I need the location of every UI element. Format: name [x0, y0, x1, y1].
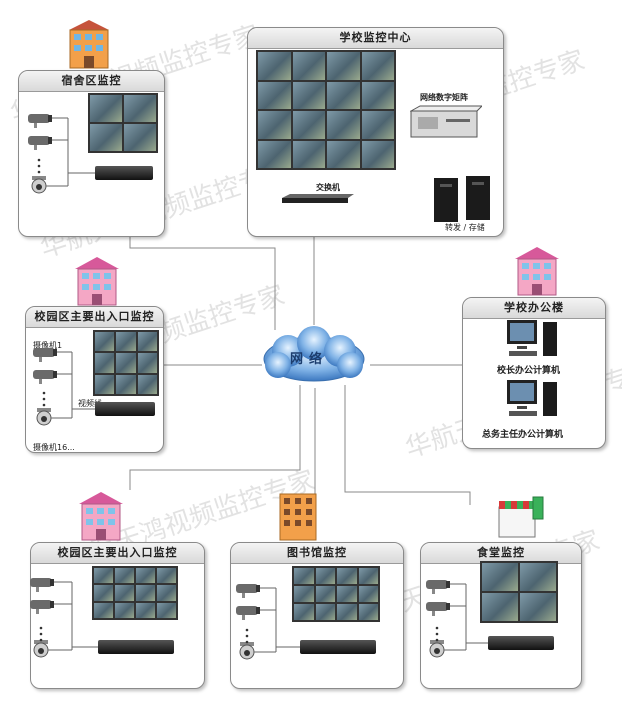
canteen-monitors	[480, 561, 558, 623]
dome-camera-icon	[239, 642, 255, 660]
camera1-label: 摄像机1	[33, 341, 63, 350]
gate1-monitors	[93, 330, 159, 396]
gate2-building-icon	[79, 492, 123, 541]
ellipsis-dot	[245, 628, 249, 632]
ellipsis-dot	[42, 397, 46, 401]
dormitory-monitors	[88, 93, 158, 153]
bullet-camera-icon	[236, 606, 260, 620]
ellipsis-dot	[42, 403, 46, 407]
switch-label: 交换机	[316, 183, 340, 192]
ellipsis-dot	[37, 164, 41, 168]
ellipsis-dot	[37, 158, 41, 162]
bullet-camera-icon	[426, 580, 450, 594]
ellipsis-dot	[39, 638, 43, 642]
bullet-camera-icon	[33, 348, 57, 362]
canteen-dvr	[488, 636, 554, 650]
library-monitors	[292, 566, 380, 622]
ellipsis-dot	[435, 638, 439, 642]
director-computer-label: 总务主任办公计算机	[482, 430, 564, 440]
network-label: 网络	[290, 352, 329, 367]
matrix-label: 网络数字矩阵	[420, 93, 468, 102]
video-wall	[256, 50, 396, 170]
switch-icon	[282, 194, 354, 203]
dome-camera-icon	[33, 640, 49, 658]
bullet-camera-icon	[30, 578, 54, 592]
bullet-camera-icon	[33, 370, 57, 384]
ellipsis-dot	[39, 626, 43, 630]
gate2-monitors	[92, 566, 178, 620]
dome-camera-icon	[31, 176, 47, 194]
ellipsis-dot	[435, 626, 439, 630]
dormitory-dvr	[95, 166, 153, 180]
video-cable-label: 视频线	[78, 399, 102, 408]
bullet-camera-icon	[28, 114, 52, 128]
ellipsis-dot	[245, 640, 249, 644]
principal-computer-icon	[507, 320, 557, 356]
panel-title: 宿舍区监控	[19, 71, 164, 92]
panel-title: 学校监控中心	[248, 28, 503, 49]
ellipsis-dot	[435, 632, 439, 636]
gate1-dvr	[95, 402, 155, 416]
bullet-camera-icon	[30, 600, 54, 614]
ellipsis-dot	[245, 634, 249, 638]
gate1-building-icon	[75, 257, 119, 306]
camera16-label: 摄像机16...	[33, 443, 75, 452]
matrix-server-icon	[410, 105, 482, 138]
dome-camera-icon	[36, 408, 52, 426]
bullet-camera-icon	[236, 584, 260, 598]
bullet-camera-icon	[28, 136, 52, 150]
dormitory-building-icon	[69, 20, 109, 69]
canteen-building-icon	[498, 496, 544, 538]
dome-camera-icon	[429, 640, 445, 658]
library-building-icon	[279, 493, 317, 541]
network-cloud-icon	[263, 326, 365, 382]
principal-computer-label: 校长办公计算机	[497, 366, 561, 376]
panel-title: 学校办公楼	[463, 298, 605, 319]
panel-title: 图书馆监控	[231, 543, 403, 564]
ellipsis-dot	[42, 391, 46, 395]
ellipsis-dot	[39, 632, 43, 636]
library-dvr	[300, 640, 376, 654]
storage-server-icon	[434, 176, 490, 222]
office-building-icon	[515, 247, 559, 296]
director-computer-icon	[507, 380, 557, 416]
bullet-camera-icon	[426, 602, 450, 616]
ellipsis-dot	[37, 170, 41, 174]
storage-label: 转发 / 存储	[445, 223, 485, 232]
panel-title: 校园区主要出入口监控	[26, 307, 163, 328]
gate2-dvr	[98, 640, 174, 654]
panel-title: 校园区主要出入口监控	[31, 543, 204, 564]
